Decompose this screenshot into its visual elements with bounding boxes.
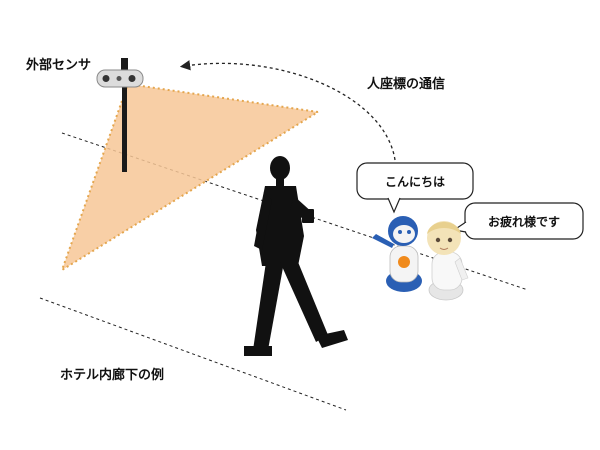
sensor-mount-top [121,58,128,72]
walking-person-silhouette [244,156,348,356]
corridor-line-bottom [39,297,347,411]
robot-white [427,221,469,301]
sensor-label: 外部センサ [26,58,92,73]
robot-blue [372,216,422,292]
communication-arrow [179,60,396,161]
greeting-text: こんにちは [384,175,445,189]
external-sensor-device [96,69,144,88]
corridor-example-label: ホテル内廊下の例 [60,368,165,383]
sensor-pole [122,80,127,172]
speech-bubble-greeting [356,162,474,214]
thanks-text: お疲れ様です [487,215,560,229]
communication-label: 人座標の通信 [367,77,446,92]
sensor-fov-outline [60,82,319,273]
